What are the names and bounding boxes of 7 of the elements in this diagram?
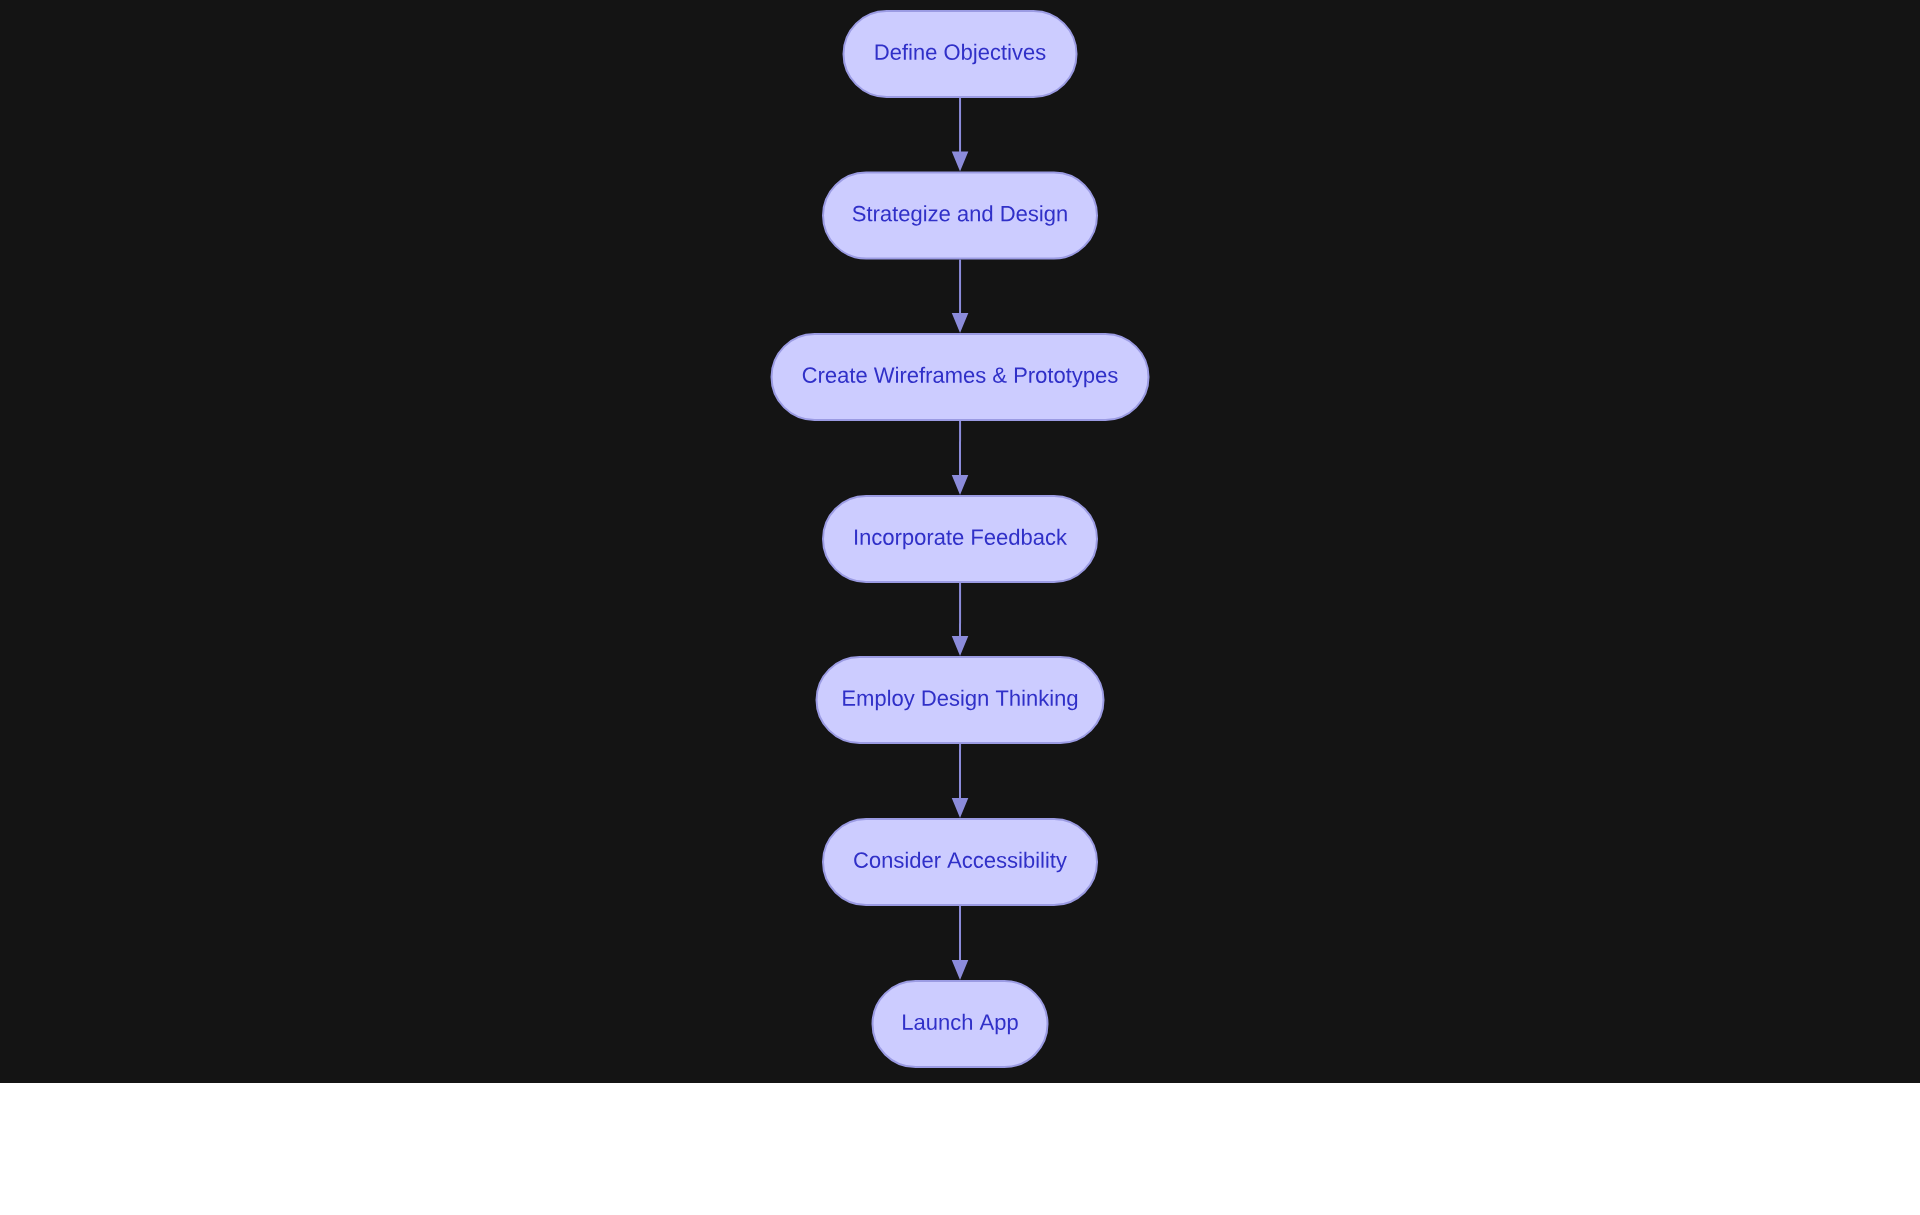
process-pill: Strategize and Design xyxy=(822,171,1098,260)
process-pill: Employ Design Thinking xyxy=(815,656,1105,744)
process-pill: Incorporate Feedback xyxy=(822,495,1098,583)
process-pill: Create Wireframes & Prototypes xyxy=(770,333,1150,421)
process-pill: Consider Accessibility xyxy=(822,818,1098,906)
process-pill: Define Objectives xyxy=(842,10,1078,98)
process-pill: Launch App xyxy=(871,980,1049,1068)
